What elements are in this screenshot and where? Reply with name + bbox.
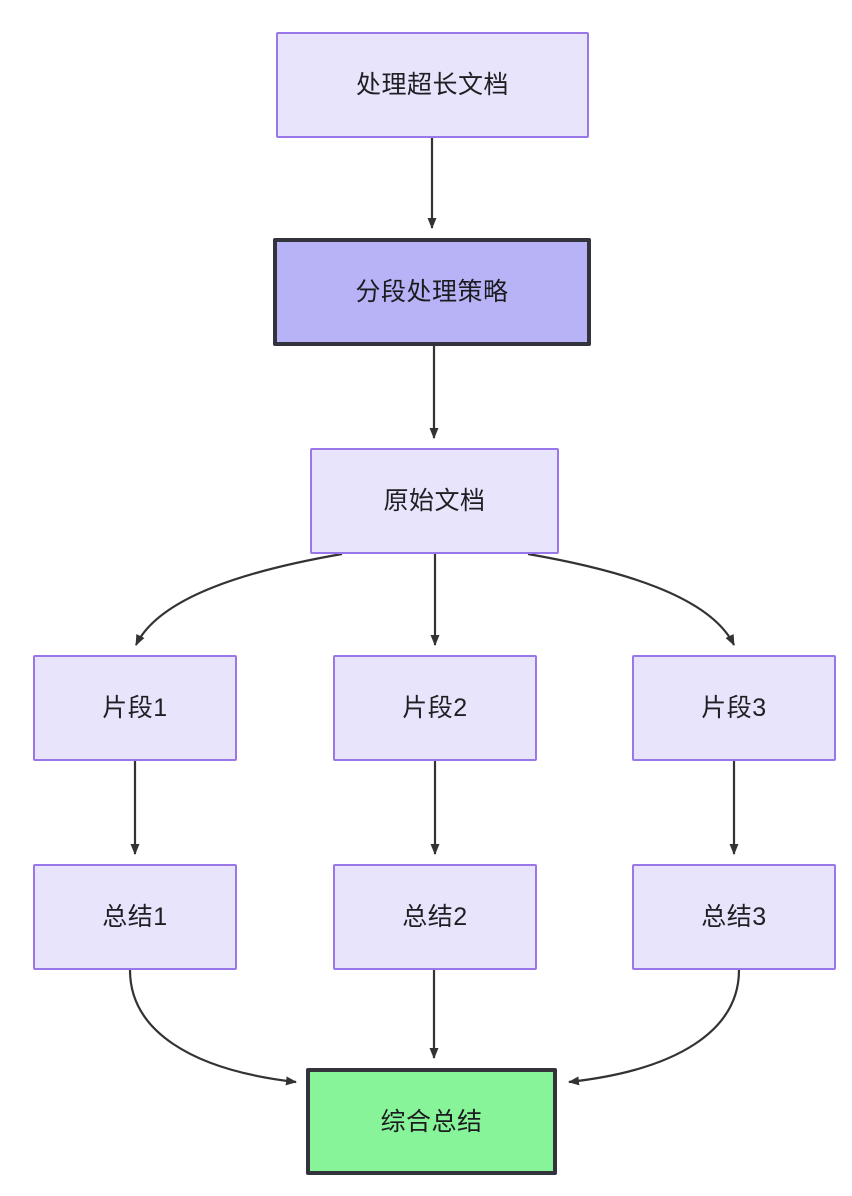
node-final-summary[interactable]: 综合总结 (306, 1068, 557, 1175)
node-label: 原始文档 (383, 487, 486, 515)
edge-summary-1-to-final (128, 969, 297, 1086)
node-label: 综合总结 (380, 1107, 483, 1136)
edge-source-doc-to-chunk-1 (135, 552, 343, 646)
node-summary-3[interactable]: 总结3 (632, 864, 836, 970)
node-chunk-3[interactable]: 片段3 (632, 655, 836, 761)
node-source-document[interactable]: 原始文档 (310, 448, 559, 554)
node-summary-2[interactable]: 总结2 (333, 864, 537, 970)
edge-source-doc-to-chunk-3 (527, 552, 735, 646)
node-label: 片段2 (402, 694, 468, 722)
node-label: 总结2 (402, 903, 468, 931)
node-long-document[interactable]: 处理超长文档 (276, 32, 589, 138)
node-label: 处理超长文档 (355, 71, 509, 99)
node-label: 分段处理策略 (355, 278, 509, 306)
node-summary-1[interactable]: 总结1 (33, 864, 237, 970)
node-label: 片段1 (102, 694, 168, 722)
node-label: 总结1 (102, 903, 168, 931)
node-chunking-strategy[interactable]: 分段处理策略 (273, 238, 591, 346)
node-chunk-1[interactable]: 片段1 (33, 655, 237, 761)
node-chunk-2[interactable]: 片段2 (333, 655, 537, 761)
node-label: 片段3 (701, 694, 767, 722)
edge-summary-3-to-final (568, 969, 741, 1086)
node-label: 总结3 (701, 903, 767, 931)
